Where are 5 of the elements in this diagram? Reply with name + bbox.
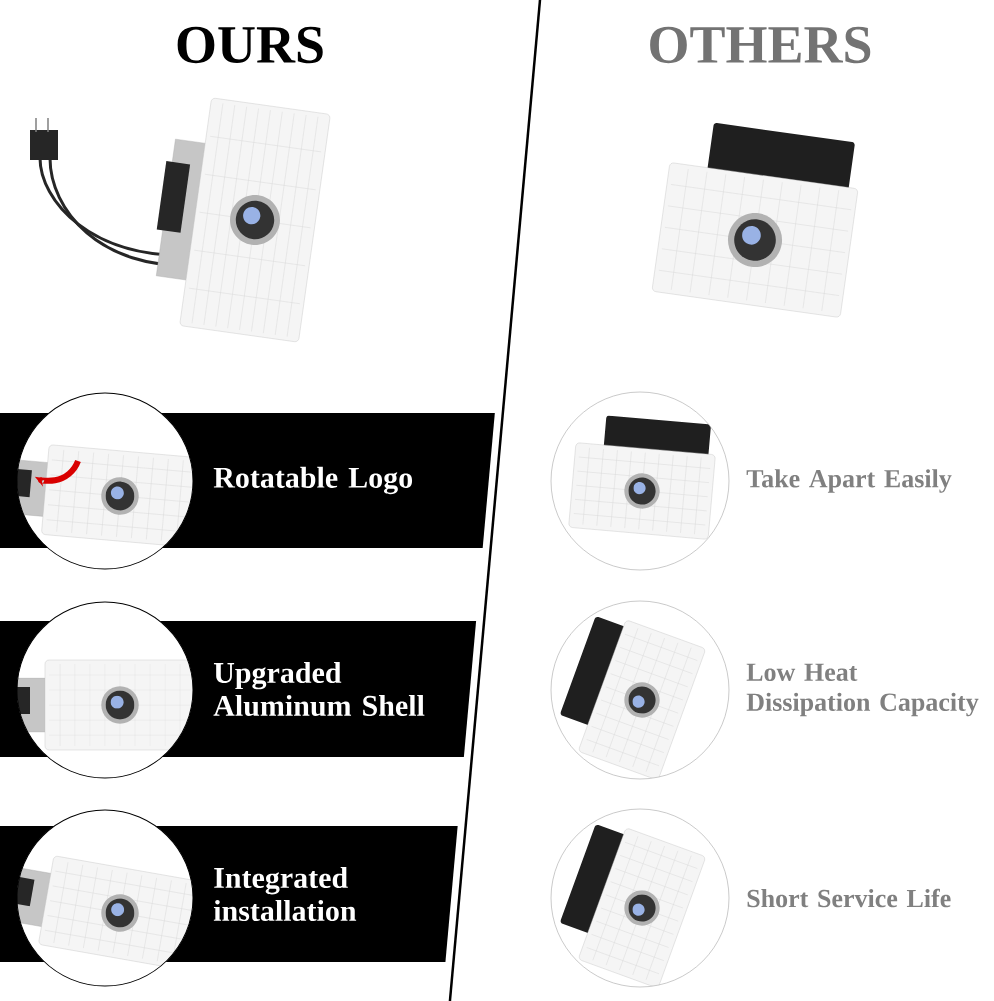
feature-text: Take Apart Easily — [746, 469, 952, 493]
feature-text: Short Service Life — [747, 888, 951, 908]
feature-text: Low Heat Dissipation Capacity — [746, 663, 979, 717]
heading: OTHERS — [650, 26, 871, 64]
heading: OURS — [177, 26, 323, 64]
